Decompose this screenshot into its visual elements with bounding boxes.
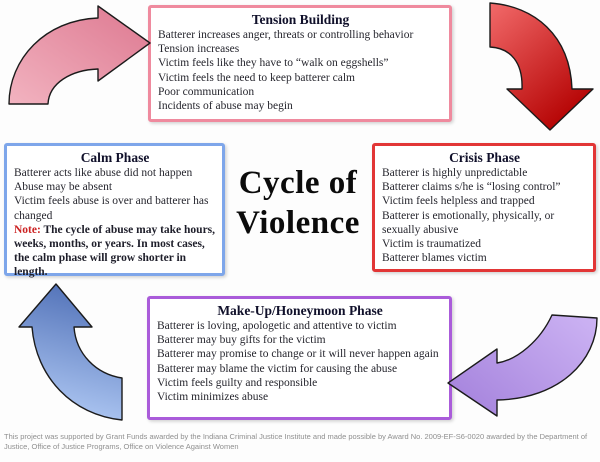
phase-line: Victim feels abuse is over and batterer …: [14, 195, 209, 222]
phase-line: Victim feels helpless and trapped: [382, 195, 535, 208]
phase-line: Victim is traumatized: [382, 238, 481, 251]
phase-line: Batterer may buy gifts for the victim: [157, 334, 326, 347]
phase-line: Batterer is loving, apologetic and atten…: [157, 320, 397, 332]
phase-line: Victim minimizes abuse: [157, 391, 269, 404]
footer-credit-text: This project was supported by Grant Fund…: [4, 432, 588, 451]
phase-line: Batterer may blame the victim for causin…: [157, 362, 398, 375]
phase-line: Batterer blames victim: [382, 252, 487, 265]
diagram-title: Cycle of Violence: [222, 163, 374, 243]
crisis-to-makeup-arrow: [447, 314, 598, 417]
note-text: The cycle of abuse may take hours, weeks…: [14, 223, 216, 279]
phase-note-calm: Note: The cycle of abuse may take hours,…: [14, 223, 216, 280]
phase-box-makeup-honeymoon: Make-Up/Honeymoon Phase Batterer is lovi…: [147, 296, 452, 420]
tension-to-crisis-arrow: [489, 2, 594, 131]
diagram-title-line1: Cycle of: [238, 165, 358, 201]
phase-line: Batterer claims s/he is “losing control”: [382, 181, 561, 194]
phase-line: Victim feels guilty and responsible: [157, 376, 318, 389]
phase-items-tension-building: Batterer increases anger, threats or con…: [158, 28, 443, 113]
phase-line: Batterer is emotionally, physically, or …: [382, 209, 555, 236]
note-label: Note:: [14, 223, 41, 236]
phase-line: Batterer may promise to change or it wil…: [157, 348, 439, 361]
makeup-to-calm-arrow: [18, 283, 123, 421]
phase-box-tension-building: Tension Building Batterer increases ange…: [148, 5, 452, 122]
phase-title-tension-building: Tension Building: [251, 12, 350, 27]
phase-line: Tension increases: [158, 43, 240, 56]
phase-items-makeup-honeymoon: Batterer is loving, apologetic and atten…: [157, 319, 443, 404]
phase-line: Poor communication: [158, 85, 255, 98]
calm-to-tension-arrow: [8, 5, 151, 105]
phase-title-crisis: Crisis Phase: [449, 150, 520, 165]
phase-line: Batterer acts like abuse did not happen: [14, 167, 193, 179]
phase-title-calm: Calm Phase: [80, 150, 150, 165]
phase-line: Victim feels the need to keep batterer c…: [158, 71, 355, 84]
phase-box-calm: Calm Phase Batterer acts like abuse did …: [4, 143, 225, 278]
phase-box-crisis: Crisis Phase Batterer is highly unpredic…: [372, 143, 596, 272]
phase-line: Abuse may be absent: [14, 181, 113, 194]
phase-title-makeup-honeymoon: Make-Up/Honeymoon Phase: [217, 303, 383, 318]
phase-line: Incidents of abuse may begin: [158, 100, 293, 113]
diagram-title-line2: Violence: [236, 205, 360, 241]
phase-line: Batterer is highly unpredictable: [382, 167, 528, 179]
phase-line: Batterer increases anger, threats or con…: [158, 29, 414, 41]
phase-line: Victim feels like they have to “walk on …: [158, 57, 389, 70]
